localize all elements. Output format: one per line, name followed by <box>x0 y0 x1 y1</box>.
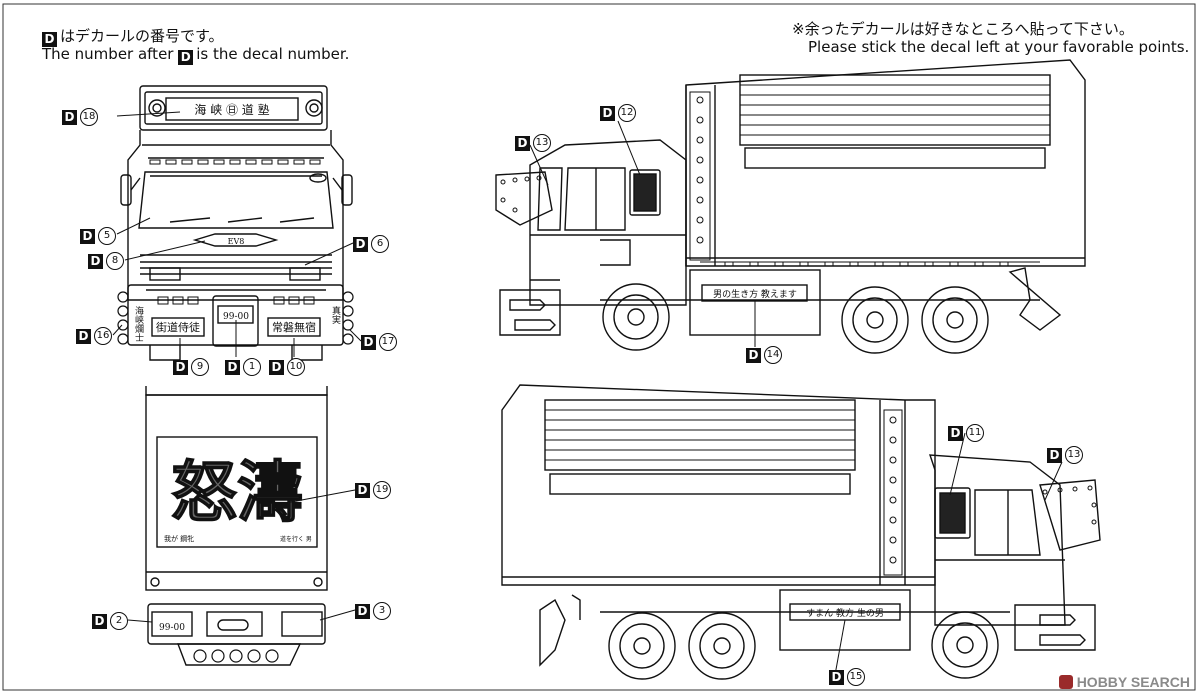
decal-number: 19 <box>373 481 391 499</box>
leftover-note-ja: ※余ったデカールは好きなところへ貼って下さい。 <box>792 20 1134 38</box>
leader-lines <box>112 111 1063 676</box>
sheet-border <box>2 3 1196 691</box>
decal-badge: D <box>92 613 107 629</box>
front-left-vertical-decal: 海峡爛士 <box>133 305 144 342</box>
decal-badge: D <box>829 669 844 685</box>
rear-view: 怒濤 我が 鋼牝 道を行く 男 99-00 <box>145 386 328 666</box>
decal-number: 9 <box>191 358 209 376</box>
decal-number: 17 <box>379 333 397 351</box>
front-plate-decal: 99-00 <box>223 312 249 322</box>
decal-badge: D <box>355 482 370 498</box>
decal-badge: D <box>88 253 103 269</box>
front-top-decal: 海 峡 ㊐ 道 塾 <box>194 102 269 117</box>
decal-number: 10 <box>287 358 305 376</box>
rear-plate-decal: 99-00 <box>159 623 185 633</box>
front-left-plate-decal: 街道侍徒 <box>156 320 200 334</box>
decal-note-en-pre: The number after <box>42 45 174 63</box>
side-bottom-panel-decal: すまん 教方 生の男 <box>806 607 884 619</box>
rear-main-decal: 怒濤 <box>171 453 303 531</box>
side-view-top: 男の生き方 教えます <box>495 59 1086 354</box>
decal-badge: D <box>269 359 284 375</box>
decal-number: 8 <box>106 252 124 270</box>
leftover-note-en: Please stick the decal left at your favo… <box>808 38 1190 56</box>
decal-badge: D <box>746 347 761 363</box>
side-top-panel-decal: 男の生き方 教えます <box>713 288 797 300</box>
decal-badge: D <box>515 135 530 151</box>
decal-badge: D <box>42 32 57 47</box>
decal-badge: D <box>948 425 963 441</box>
hobby-search-logo-icon <box>1058 675 1073 689</box>
decal-number: 18 <box>80 108 98 126</box>
watermark: HOBBY SEARCH <box>1058 674 1190 690</box>
decal-number: 16 <box>94 327 112 345</box>
decal-badge: D <box>225 359 240 375</box>
decal-badge: D <box>361 334 376 350</box>
svg-text:EV8: EV8 <box>228 237 245 246</box>
decal-number: 2 <box>110 612 128 630</box>
decal-badge: D <box>1047 447 1062 463</box>
decal-number: 1 <box>243 358 261 376</box>
decal-number: 5 <box>98 227 116 245</box>
decal-badge: D <box>173 359 188 375</box>
decal-number: 15 <box>847 668 865 686</box>
decal-number: 13 <box>1065 446 1083 464</box>
rear-small-right-decal: 道を行く 男 <box>280 535 312 543</box>
decal-badge: D <box>62 109 77 125</box>
decal-badge: D <box>76 328 91 344</box>
front-view: 海 峡 ㊐ 道 塾 EV8 <box>117 85 354 361</box>
decal-note-en-post: is the decal number. <box>196 45 350 63</box>
decal-number: 12 <box>618 104 636 122</box>
decal-number: 14 <box>764 346 782 364</box>
rear-small-left-decal: 我が 鋼牝 <box>164 534 194 543</box>
side-view-bottom: すまん 教方 生の男 <box>501 384 1101 680</box>
front-right-vertical-decal: 真実 <box>330 305 341 325</box>
decal-note-ja-text: はデカールの番号です。 <box>60 27 224 45</box>
decal-badge: D <box>353 236 368 252</box>
decal-number: 11 <box>966 424 984 442</box>
front-right-plate-decal: 常磐無宿 <box>272 320 316 334</box>
watermark-text: HOBBY SEARCH <box>1076 674 1190 690</box>
decal-badge: D <box>178 50 194 65</box>
decal-number: 6 <box>371 235 389 253</box>
decal-number: 3 <box>373 602 391 620</box>
decal-badge: D <box>600 105 615 121</box>
decal-badge: D <box>80 228 95 244</box>
decal-number: 13 <box>533 134 551 152</box>
decal-badge: D <box>355 603 370 619</box>
